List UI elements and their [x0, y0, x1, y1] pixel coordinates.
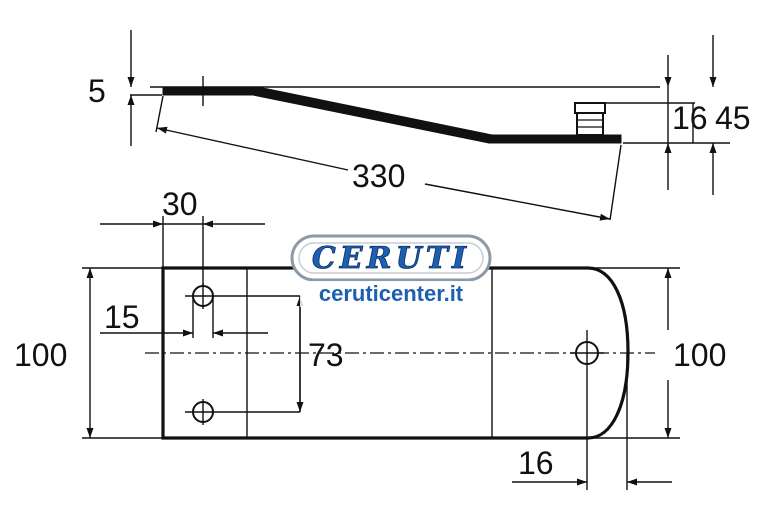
ceruti-logo-text: CERUTI [312, 241, 470, 276]
dim-width-left: 100 [14, 337, 67, 373]
bolt-icon [574, 102, 606, 136]
side-view: 5 330 16 45 [88, 30, 751, 221]
dim-top-thickness: 5 [88, 73, 106, 109]
dim-hole-spacing-x: 30 [162, 186, 198, 222]
ceruti-logo-badge [290, 234, 492, 282]
blade-side-profile [162, 86, 622, 144]
dim-end-offset: 16 [518, 445, 554, 481]
plan-view: 30 15 73 100 100 16 [14, 186, 726, 490]
dim-hole-offset: 15 [104, 299, 140, 335]
dim-hole-spacing-y: 73 [308, 337, 344, 373]
dim-width-right: 100 [673, 337, 726, 373]
dim-bolt-height: 16 [672, 100, 708, 136]
ceruti-website-text: ceruticenter.it [319, 281, 464, 306]
ceruti-watermark: CERUTI ceruticenter.it [290, 234, 492, 307]
dim-top-length: 330 [352, 158, 405, 194]
dim-total-height: 45 [715, 100, 751, 136]
blade-plan-outline [161, 266, 630, 440]
